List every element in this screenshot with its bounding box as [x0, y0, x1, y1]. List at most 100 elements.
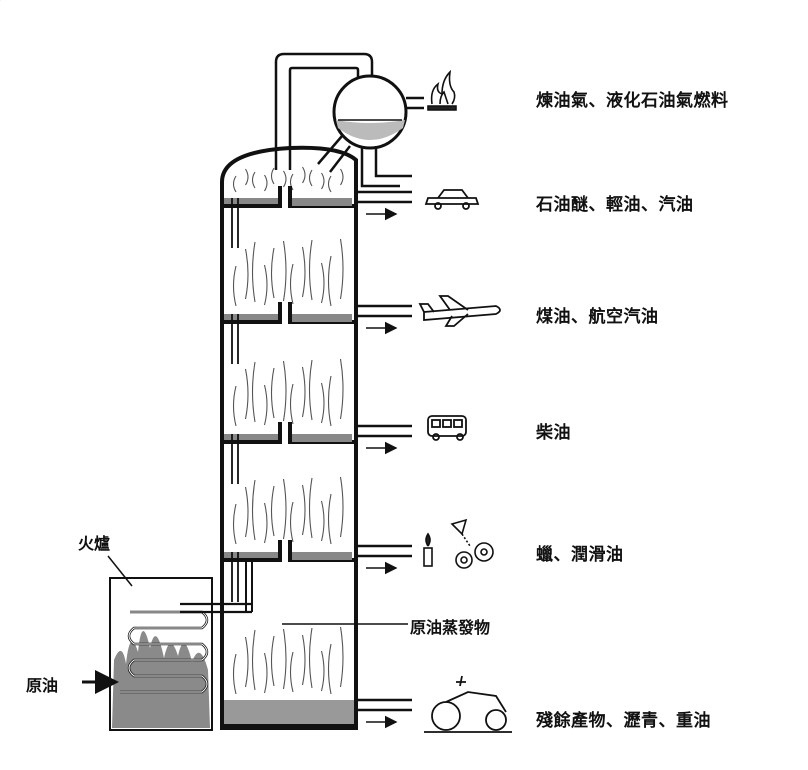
vapor-wisp	[308, 359, 313, 421]
draw-pipe	[356, 544, 412, 558]
vapor-wisp	[270, 247, 275, 299]
vapor-wisp	[244, 368, 249, 420]
vapor-wisp	[301, 484, 306, 536]
vapor-wisp	[289, 263, 294, 305]
tray-left	[224, 552, 278, 560]
vapor-wisp	[263, 264, 268, 306]
vapor-wisp	[289, 383, 294, 425]
vapor-wisp	[270, 485, 275, 537]
airplane-icon	[418, 295, 501, 327]
vapor-wisp	[302, 166, 306, 184]
road-roller-icon	[424, 675, 512, 733]
vapor-wisp	[340, 168, 344, 186]
vapor-wisp	[301, 634, 306, 686]
side-draws	[356, 190, 412, 729]
vapor-wisp	[308, 627, 313, 689]
vapor-wisp	[270, 367, 275, 419]
vapor-wisps	[0, 0, 344, 695]
vapor-wisp	[251, 171, 256, 189]
tray-left	[224, 314, 278, 322]
product-label-gas: 煉油氣、液化石油氣燃料	[536, 91, 729, 111]
vapor-wisp	[232, 385, 237, 427]
vapor-wisp	[232, 653, 237, 695]
vapor-wisp	[251, 629, 256, 691]
tray-right	[292, 434, 352, 442]
vapor-wisp	[282, 240, 287, 302]
vapor-wisp	[270, 167, 275, 185]
vapor-wisp	[232, 265, 237, 307]
product-label-diesel: 柴油	[536, 423, 571, 443]
draw-pipe	[356, 698, 412, 712]
vapor-wisp	[263, 502, 268, 544]
vapor-label: 原油蒸發物	[410, 618, 491, 637]
vapor-wisp	[308, 239, 313, 301]
product-label-naphtha: 石油醚、輕油、汽油	[536, 195, 694, 215]
furnace-label: 火爐	[78, 534, 111, 553]
vapor-wisp	[270, 635, 275, 687]
vapor-wisp	[327, 375, 332, 427]
vapor-wisp	[245, 168, 249, 186]
vapor-wisp	[320, 500, 325, 542]
vapor-wisp	[263, 384, 268, 426]
vapor-wisp	[320, 262, 325, 304]
tray-left	[224, 434, 278, 442]
separator-sphere	[317, 74, 424, 188]
vapor-wisp	[244, 636, 249, 688]
vapor-wisp	[251, 241, 256, 303]
tray-right	[292, 552, 352, 560]
distillation-column	[220, 145, 358, 730]
vapor-wisp	[282, 628, 287, 690]
vapor-wisp	[327, 255, 332, 307]
draw-pipe	[356, 190, 412, 204]
overhead-pipe	[274, 52, 374, 170]
flame-icon	[427, 69, 457, 111]
vapor-wisp	[301, 366, 306, 418]
candle-gears-icon	[423, 518, 494, 569]
downcomer	[231, 434, 239, 484]
vapor-wisp	[301, 246, 306, 298]
vapor-wisp	[339, 476, 344, 538]
vapor-wisp	[289, 501, 294, 543]
vapor-wisp	[282, 360, 287, 422]
van-icon	[427, 415, 467, 441]
downcomer	[231, 314, 239, 364]
vapor-wisp	[327, 643, 332, 695]
residue-pool	[224, 700, 354, 726]
crude-input-label: 原油	[26, 676, 59, 695]
vapor-wisp	[320, 382, 325, 424]
product-label-residue: 殘餘產物、瀝青、重油	[536, 711, 711, 731]
vapor-wisp	[339, 238, 344, 300]
vapor-wisp	[264, 174, 268, 192]
vapor-wisp	[244, 248, 249, 300]
vapor-wisp	[289, 651, 294, 693]
tray-left	[224, 198, 278, 206]
vapor-wisp	[339, 626, 344, 688]
vapor-wisp	[339, 358, 344, 420]
vapor-wisp	[244, 486, 249, 538]
vapor-wisp	[327, 175, 332, 193]
vapor-wisp	[251, 479, 256, 541]
draw-pipe	[356, 304, 412, 318]
vapor-wisp	[308, 169, 313, 187]
vapor-wisp	[308, 477, 313, 539]
vapor-wisp	[321, 172, 325, 190]
vapor-wisp	[263, 652, 268, 694]
furnace	[82, 555, 253, 731]
car-icon	[424, 189, 480, 210]
vapor-wisp	[232, 503, 237, 545]
downcomer	[231, 198, 239, 248]
product-label-kerosene: 煤油、航空汽油	[536, 307, 659, 327]
tray-right	[292, 198, 352, 206]
draw-pipe	[356, 424, 412, 438]
vapor-wisp	[251, 361, 256, 423]
vapor-wisp	[283, 170, 287, 188]
vapor-wisp	[289, 173, 294, 191]
vapor-wisp	[282, 478, 287, 540]
vapor-wisp	[320, 650, 325, 692]
vapor-wisp	[232, 175, 237, 193]
downcomer	[231, 552, 239, 602]
tray-right	[292, 314, 352, 322]
vapor-wisp	[327, 493, 332, 545]
